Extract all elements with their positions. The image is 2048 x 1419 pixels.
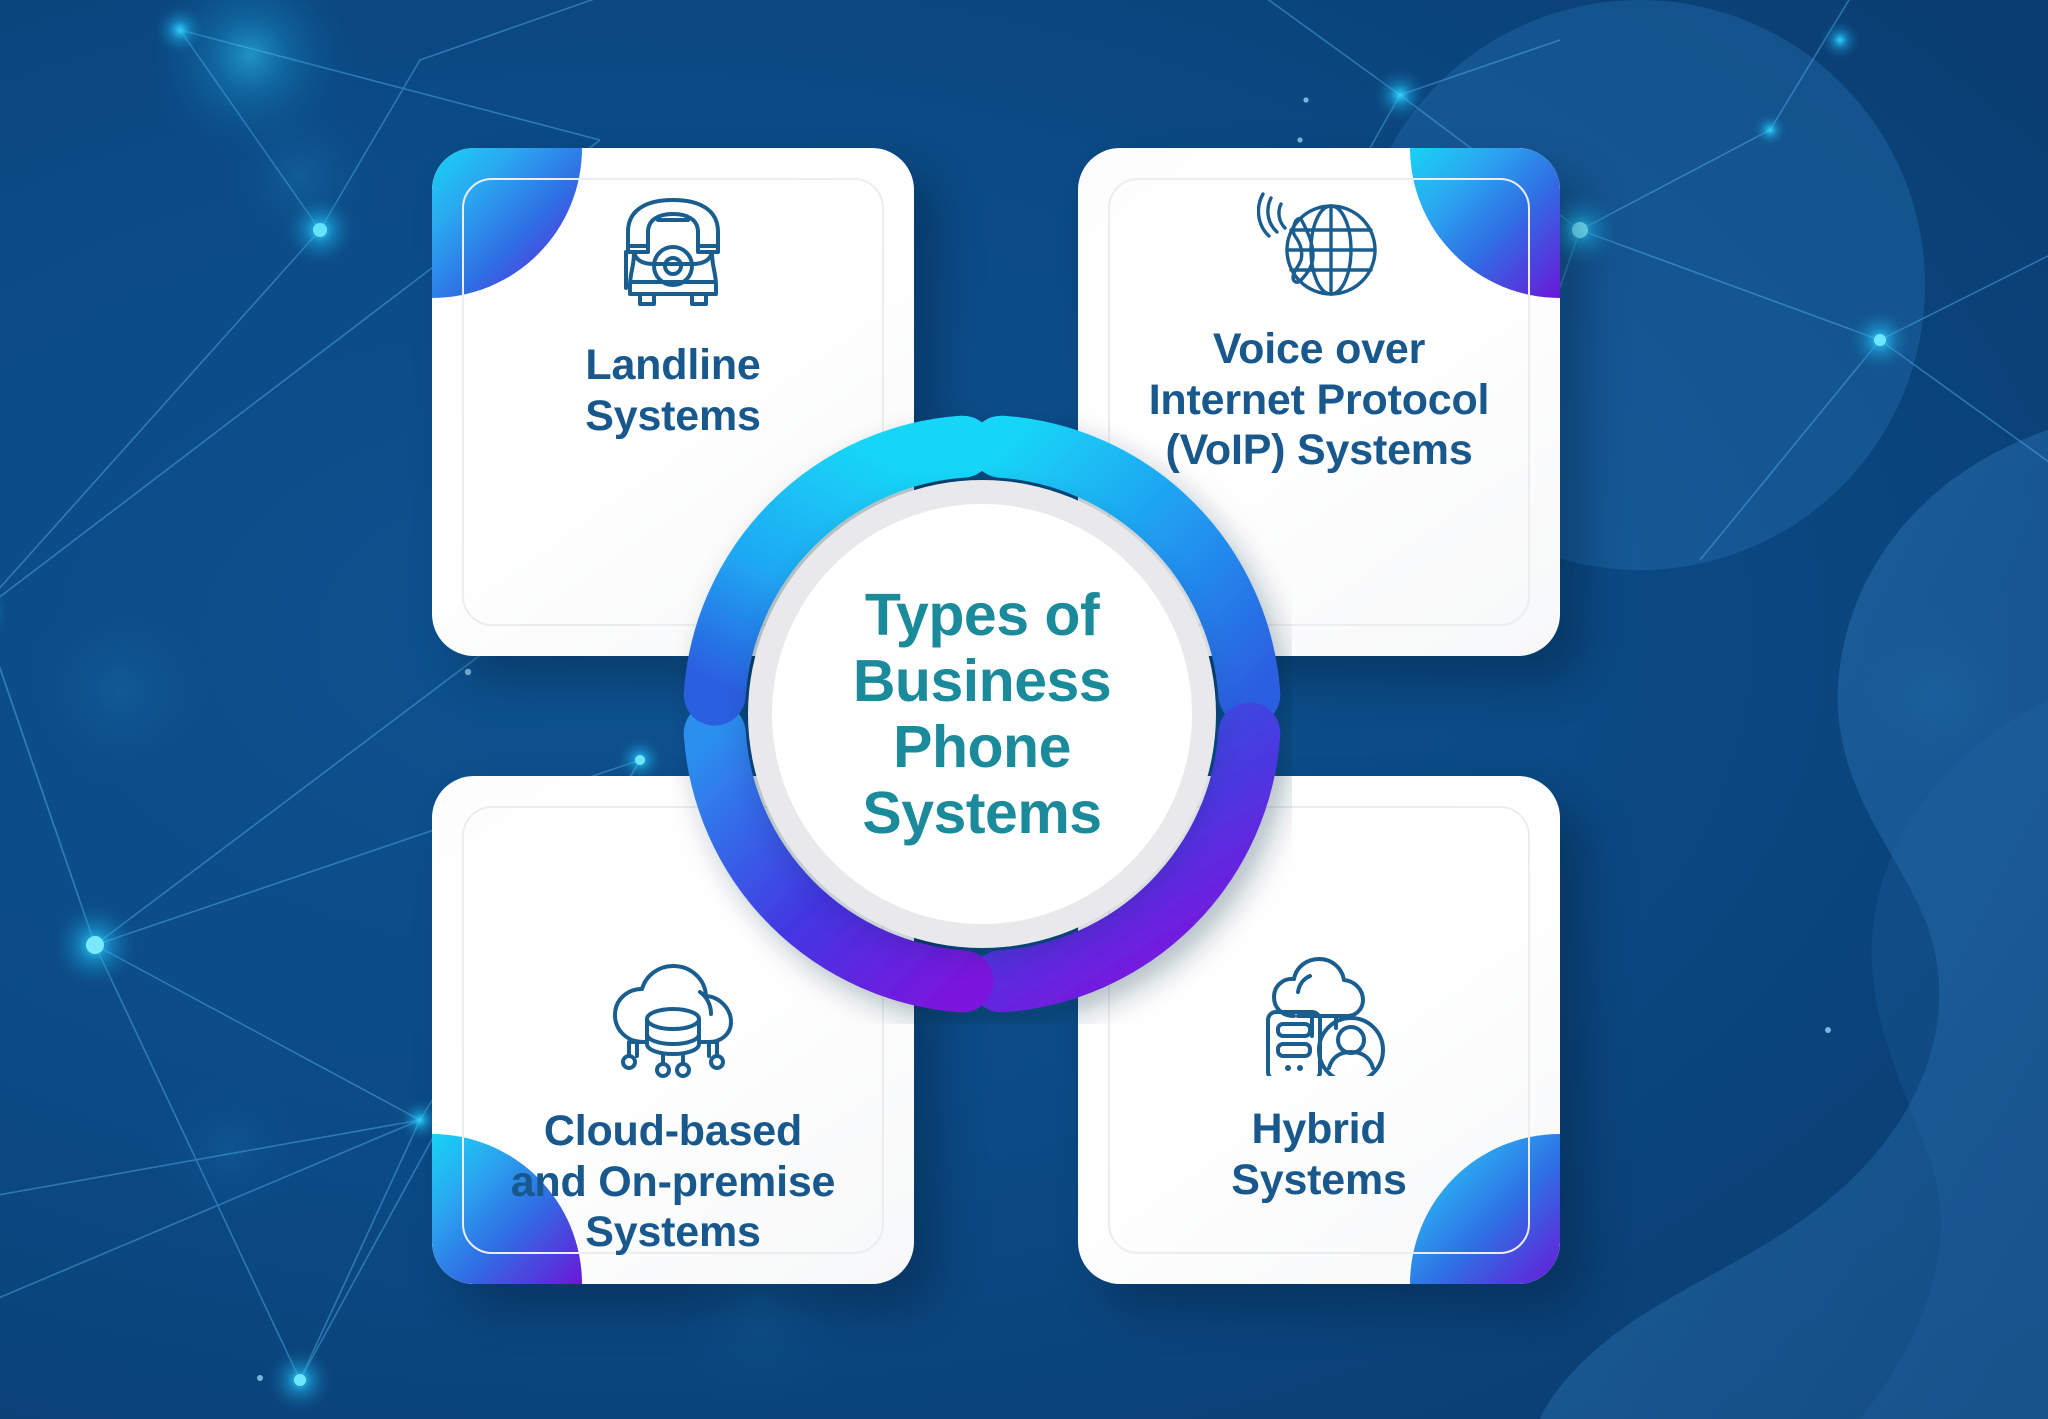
center-hub: Types of Business Phone Systems (748, 480, 1216, 948)
card-label: Landline Systems (585, 341, 761, 440)
card-label: Hybrid Systems (1231, 1105, 1407, 1204)
card-content: Landline Systems (432, 194, 914, 441)
card-voip[interactable]: Voice over Internet Protocol (VoIP) Syst… (1078, 148, 1560, 656)
card-content: Hybrid Systems (1078, 954, 1560, 1205)
ring-svg (683, 415, 1281, 1013)
ring-segment-bottom-left (683, 702, 994, 1013)
ring-segment-top-left (683, 415, 994, 726)
ring-segment-bottom-right (970, 702, 1281, 1013)
cloud-server-user-icon (1266, 957, 1385, 1076)
globe-phone-icon (1257, 192, 1377, 296)
ring-segments (683, 415, 1281, 1013)
cloud-database-icon (613, 964, 733, 1078)
rotary-telephone-icon (624, 198, 720, 306)
background-blob-shape-2 (1860, 700, 2048, 1419)
card-content: Voice over Internet Protocol (VoIP) Syst… (1078, 186, 1560, 476)
center-hub-group: Types of Business Phone Systems (672, 404, 1292, 1024)
center-hub-inner: Types of Business Phone Systems (772, 504, 1192, 924)
center-title: Types of Business Phone Systems (852, 581, 1112, 847)
card-label: Cloud-based and On-premise Systems (510, 1107, 836, 1257)
background-blob-shape (1540, 430, 2048, 1419)
card-content: Cloud-based and On-premise Systems (432, 964, 914, 1258)
card-label: Voice over Internet Protocol (VoIP) Syst… (1148, 325, 1490, 475)
ring-segment-top-right (970, 415, 1281, 726)
